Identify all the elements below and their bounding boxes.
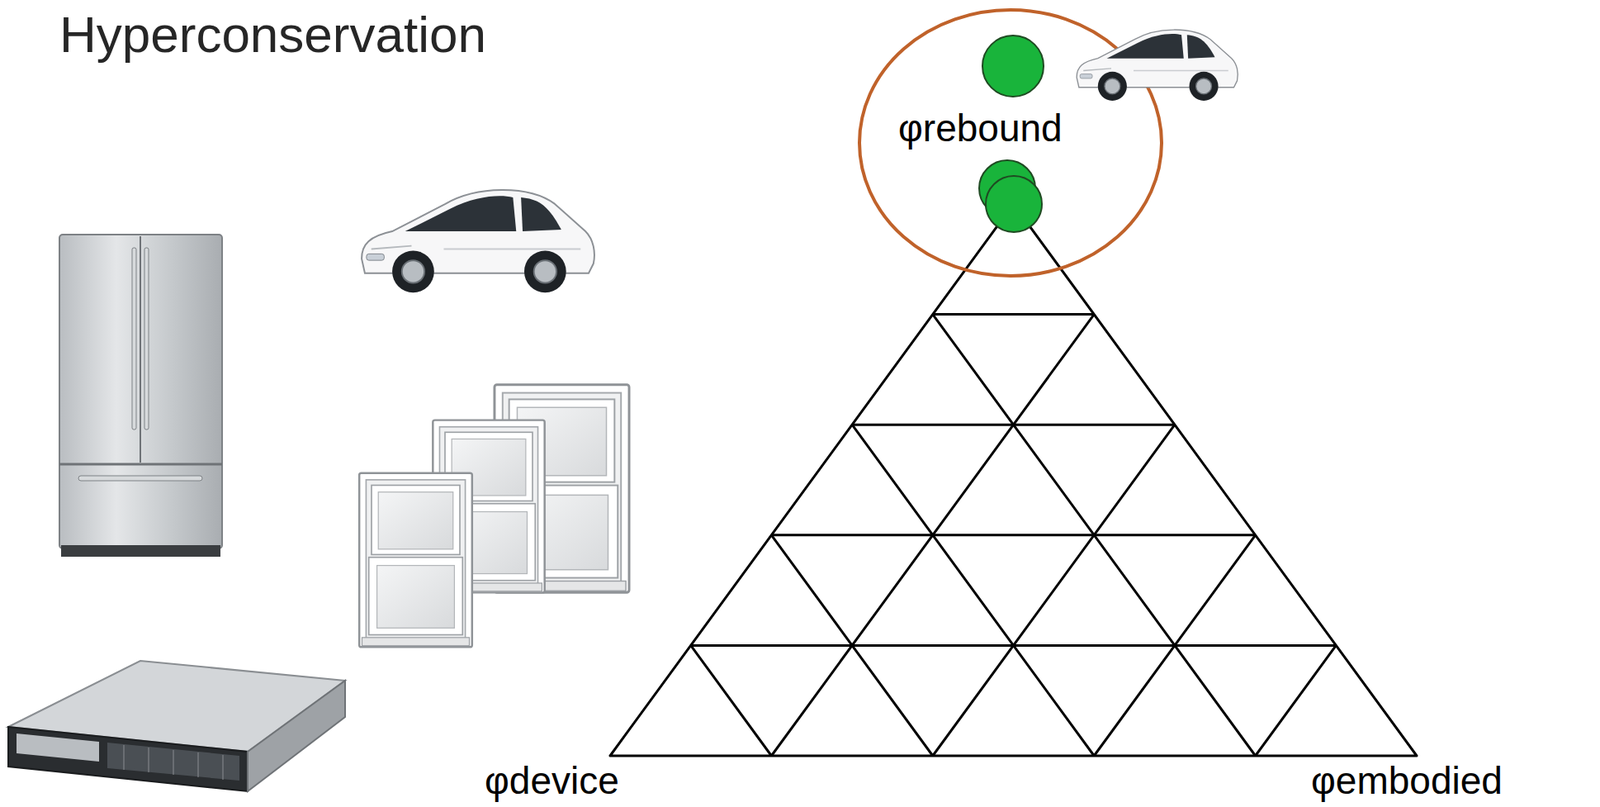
car-icon xyxy=(361,189,595,293)
server-icon xyxy=(173,749,175,775)
server-icon xyxy=(8,726,248,791)
refrigerator-icon xyxy=(59,234,223,549)
refrigerator-icon xyxy=(59,234,223,557)
refrigerator-icon xyxy=(132,247,137,430)
server-icon xyxy=(16,733,100,762)
title-slot: Hyperconservation xyxy=(59,4,487,64)
slide-title: Hyperconservation xyxy=(59,4,487,64)
ternary-grid xyxy=(852,424,1094,756)
ternary-grid xyxy=(1255,644,1337,756)
axis-label: φembodied xyxy=(1311,759,1503,802)
refrigerator-icon xyxy=(78,475,203,481)
car-icon xyxy=(1076,29,1238,101)
data-points xyxy=(982,35,1044,97)
label-slot: φdevice xyxy=(484,759,620,802)
label-slot: φrebound xyxy=(898,107,1063,150)
car-icon xyxy=(361,189,595,293)
ternary-grid xyxy=(771,533,1255,536)
ternary-grid xyxy=(932,314,1256,756)
axis-label: φrebound xyxy=(898,107,1063,150)
server-icon xyxy=(148,747,150,772)
ternary-grid xyxy=(610,203,1417,756)
label-slot: φembodied xyxy=(1311,759,1503,802)
window-icons xyxy=(359,384,630,648)
ternary-grid xyxy=(932,312,1094,316)
server-icon xyxy=(107,742,240,781)
ternary-grid xyxy=(610,203,1417,756)
window-icons xyxy=(359,473,473,648)
server-icon xyxy=(8,660,346,791)
server-icon xyxy=(222,754,224,780)
refrigerator-icon xyxy=(61,544,221,557)
axis-label: φdevice xyxy=(484,759,620,802)
car-icon xyxy=(1076,29,1238,101)
refrigerator-icon xyxy=(59,463,223,466)
server-icon xyxy=(247,680,346,791)
ternary-grid xyxy=(691,644,772,756)
server-icon xyxy=(123,744,125,770)
server-icon xyxy=(198,752,199,777)
ternary-grid xyxy=(771,534,933,756)
ternary-grid xyxy=(932,424,1175,756)
data-points xyxy=(985,175,1042,232)
refrigerator-icon xyxy=(139,236,142,463)
refrigerator-icon xyxy=(144,247,149,430)
ternary-grid xyxy=(771,314,1094,756)
